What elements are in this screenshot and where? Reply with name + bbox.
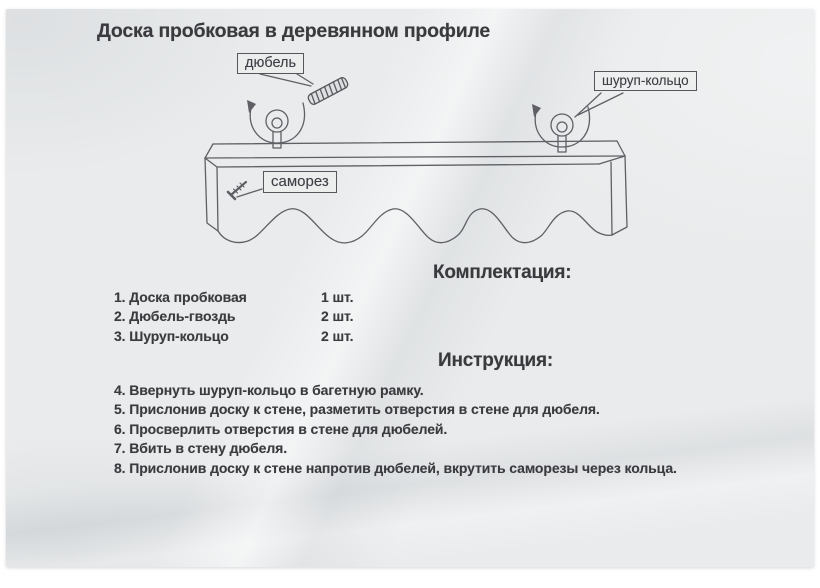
package-list: 1. Доска пробковая 1 шт. 2. Дюбель-гвозд… xyxy=(114,289,353,347)
callout-screw: саморез xyxy=(263,171,337,193)
screw-drawing xyxy=(226,180,248,201)
package-item-qty: 2 шт. xyxy=(321,308,354,325)
page-title: Доска пробковая в деревянном профиле xyxy=(97,20,491,42)
instruction-step: 4. Ввернуть шуруп-кольцо в багетную рамк… xyxy=(114,382,424,398)
package-item-qty: 2 шт. xyxy=(321,327,354,344)
callout-dowel: дюбель xyxy=(237,53,305,74)
callout-leader-lines xyxy=(236,73,624,198)
package-item-qty: 1 шт. xyxy=(321,289,354,305)
instruction-step: 7. Вбить в стену дюбеля. xyxy=(114,440,287,457)
paper-sheet xyxy=(6,9,814,567)
instruction-steps: 4. Ввернуть шуруп-кольцо в багетную рамк… xyxy=(114,381,677,478)
screw-ring-right-drawing xyxy=(532,104,590,153)
package-item-name: 1. Доска пробковая xyxy=(114,289,247,305)
instruction-step: 8. Прислонив доску к стене напротив дюбе… xyxy=(114,459,677,476)
instruction-step: 6. Просверлить отверстия в стене для дюб… xyxy=(114,420,448,437)
instructions-heading: Инструкция: xyxy=(438,350,554,371)
package-item: 1. Доска пробковая 1 шт. xyxy=(114,289,353,308)
instruction-step: 5. Прислонив доску к стене, разметить от… xyxy=(114,401,600,418)
package-item: 2. Дюбель-гвоздь 2 шт. xyxy=(114,308,353,327)
screw-ring-left-drawing xyxy=(247,100,305,149)
package-item: 3. Шуруп-кольцо 2 шт. xyxy=(114,327,353,347)
dowel-drawing xyxy=(307,77,349,105)
package-item-name: 2. Дюбель-гвоздь xyxy=(114,308,236,325)
callout-screw-ring: шуруп-кольцо xyxy=(594,71,697,91)
package-item-name: 3. Шуруп-кольцо xyxy=(114,327,229,344)
package-heading: Комплектация: xyxy=(433,262,572,283)
